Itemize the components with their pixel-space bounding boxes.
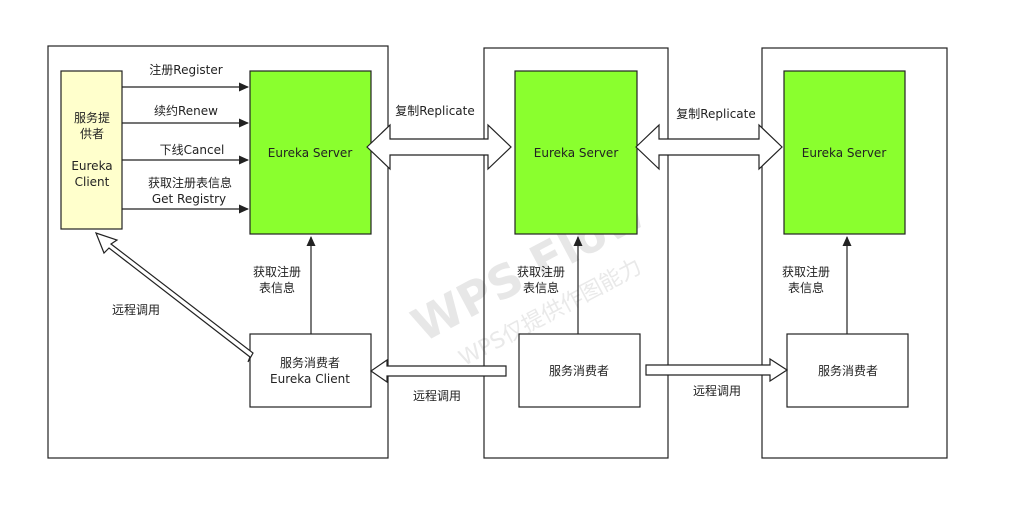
fetch-label-3a: 获取注册 [782, 264, 830, 279]
region-left [47, 45, 389, 459]
eureka-server-3: Eureka Server [783, 70, 906, 235]
service-consumer-1-label-2: Eureka Client [270, 372, 350, 386]
remote-call-label-3: 远程调用 [693, 383, 741, 398]
provider-label-2: 供者 [80, 127, 104, 141]
remote-call-arrow-3 [645, 357, 789, 383]
provider-label-3: Eureka [71, 159, 112, 173]
fetch-label-1b: 表信息 [259, 280, 295, 295]
replicate-arrow-1 [366, 123, 512, 171]
service-consumer-1-label-1: 服务消费者 [280, 355, 340, 370]
service-consumer-3: 服务消费者 [786, 333, 909, 408]
service-consumer-3-label: 服务消费者 [818, 363, 878, 378]
fetch-label-3b: 表信息 [788, 280, 824, 295]
fetch-label-2a: 获取注册 [517, 264, 565, 279]
fetch-label-2b: 表信息 [523, 280, 559, 295]
provider-label-1: 服务提 [74, 110, 110, 125]
remote-call-arrow-1 [94, 232, 254, 363]
region-middle [483, 47, 669, 459]
cancel-label: 下线Cancel [160, 143, 225, 157]
eureka-server-2-box [514, 70, 638, 235]
remote-call-label-1: 远程调用 [112, 302, 160, 317]
eureka-server-1-label: Eureka Server [268, 146, 353, 160]
remote-call-label-2: 远程调用 [413, 388, 461, 403]
remote-call-arrow-2 [369, 358, 507, 384]
eureka-server-2-label: Eureka Server [534, 146, 619, 160]
provider-label-4: Client [75, 175, 110, 189]
eureka-server-1: Eureka Server [249, 70, 372, 235]
replicate-label-1: 复制Replicate [395, 104, 475, 118]
eureka-server-3-label: Eureka Server [802, 146, 887, 160]
service-consumer-1-box [249, 333, 372, 408]
eureka-server-1-box [249, 70, 372, 235]
replicate-arrow-2 [635, 123, 783, 171]
get-registry-label-2: Get Registry [152, 192, 226, 206]
register-label: 注册Register [149, 62, 222, 77]
service-consumer-1: 服务消费者 Eureka Client [249, 333, 372, 408]
service-provider-client: 服务提 供者 Eureka Client [60, 70, 123, 230]
get-registry-label-1: 获取注册表信息 [148, 175, 232, 190]
service-consumer-2-label: 服务消费者 [549, 363, 609, 378]
eureka-server-3-box [783, 70, 906, 235]
replicate-label-2: 复制Replicate [676, 107, 756, 121]
service-consumer-2: 服务消费者 [518, 333, 641, 408]
service-provider-box [60, 70, 123, 230]
fetch-label-1a: 获取注册 [253, 264, 301, 279]
eureka-server-2: Eureka Server [514, 70, 638, 235]
service-consumer-2-box [518, 333, 641, 408]
region-right [761, 47, 948, 459]
renew-label: 续约Renew [154, 103, 218, 118]
